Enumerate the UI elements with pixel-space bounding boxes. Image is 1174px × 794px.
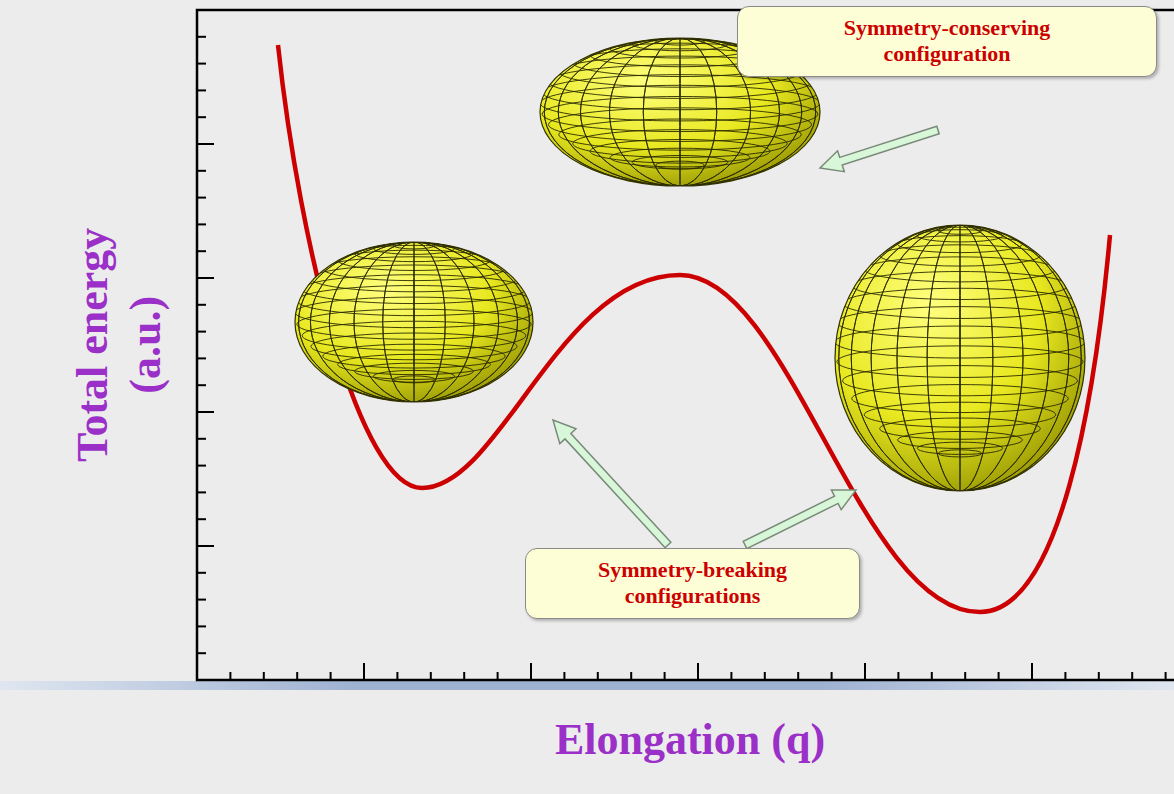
tick: [197, 36, 206, 38]
callout-box: Symmetry-breaking configurations: [525, 548, 860, 619]
tick: [197, 143, 214, 145]
tick: [197, 384, 206, 386]
tick: [197, 331, 206, 333]
callout-text: Symmetry-breaking configurations: [543, 557, 843, 610]
callout-text: Symmetry-conserving configuration: [797, 15, 1097, 68]
tick: [197, 170, 206, 172]
tick: [1031, 663, 1033, 680]
tick: [530, 663, 532, 680]
axis-ticks: [197, 37, 1166, 680]
tick: [363, 663, 365, 680]
ellipsoid: [835, 225, 1086, 491]
tick: [197, 197, 206, 199]
tick: [197, 545, 214, 547]
tick: [197, 625, 206, 627]
tick: [197, 411, 214, 413]
tick: [197, 89, 206, 91]
plot-frame: [197, 10, 1174, 680]
tick: [197, 438, 206, 440]
footer-bar: [0, 681, 1174, 690]
tick: [197, 357, 206, 359]
leader-arrow: [553, 420, 671, 548]
tick: [197, 250, 206, 252]
leader-arrow: [820, 126, 939, 172]
ellipsoid: [295, 242, 534, 402]
callout-box: Symmetry-conserving configuration: [737, 6, 1157, 77]
tick: [697, 663, 699, 680]
tick: [197, 599, 206, 601]
energy-curve: [278, 45, 1110, 612]
tick: [197, 116, 206, 118]
tick: [197, 277, 214, 279]
tick: [197, 491, 206, 493]
tick: [197, 304, 206, 306]
tick: [197, 572, 206, 574]
leader-arrows: [553, 126, 939, 548]
tick: [197, 518, 206, 520]
tick: [864, 663, 866, 680]
tick: [197, 465, 206, 467]
leader-arrow: [743, 490, 856, 549]
ellipsoids: [295, 37, 1086, 491]
tick: [197, 652, 206, 654]
tick: [197, 223, 206, 225]
y-axis-label: Total energy (a.u.): [67, 180, 173, 510]
x-axis-label: Elongation (q): [555, 714, 825, 767]
tick: [197, 63, 206, 65]
